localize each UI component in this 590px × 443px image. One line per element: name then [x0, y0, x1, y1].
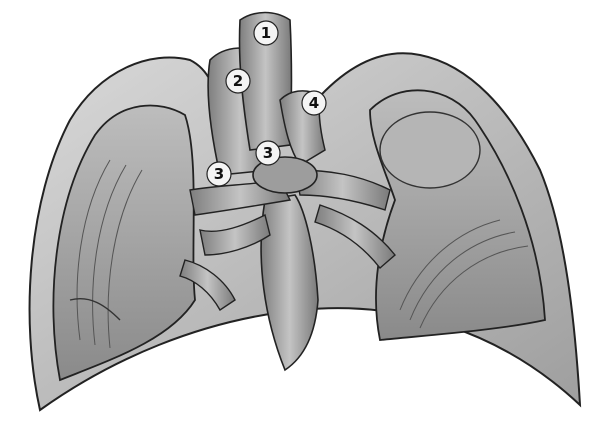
svg-text:1: 1: [261, 24, 271, 42]
svg-text:3: 3: [263, 144, 273, 162]
right-lung: [370, 90, 545, 340]
svg-text:2: 2: [233, 72, 243, 90]
label-2: 2: [226, 69, 250, 93]
svg-text:4: 4: [309, 94, 319, 112]
label-4: 4: [302, 91, 326, 115]
label-1: 1: [254, 21, 278, 45]
right-lung-upper-recess: [380, 112, 480, 188]
svg-text:3: 3: [214, 165, 224, 183]
label-3-right: 3: [256, 141, 280, 165]
label-3-left: 3: [207, 162, 231, 186]
